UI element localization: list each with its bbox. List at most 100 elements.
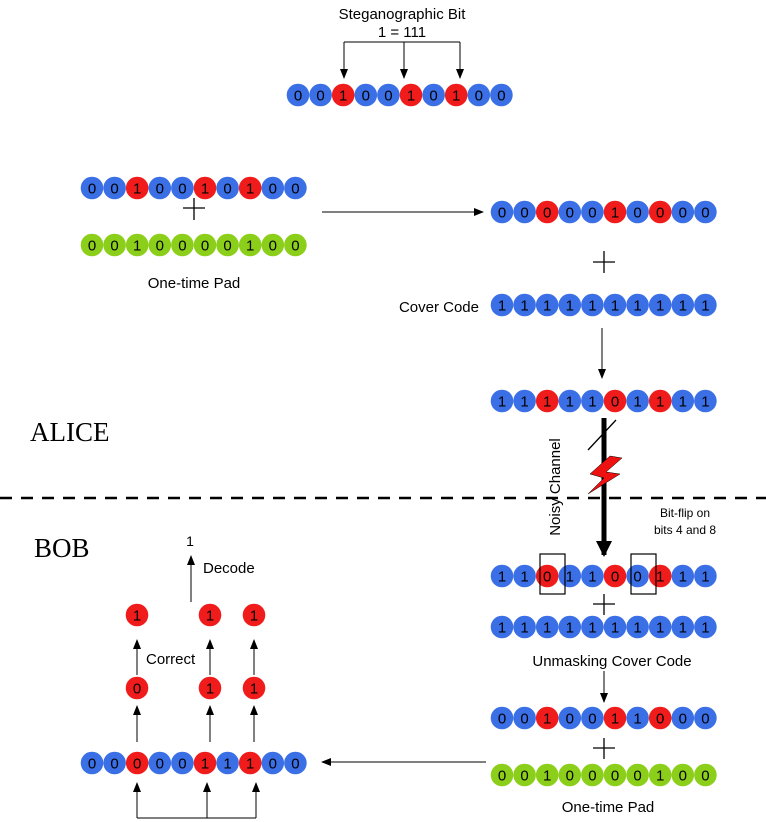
bit-value: 1 <box>201 181 209 198</box>
bit-value: 0 <box>384 88 392 105</box>
bit-value: 1 <box>633 620 641 637</box>
bit-value: 0 <box>656 711 664 728</box>
bit-value: 0 <box>497 88 505 105</box>
bit-circle <box>171 233 194 257</box>
bit-circle <box>490 200 514 224</box>
bit-circle <box>671 200 695 224</box>
bit-value: 0 <box>679 205 687 222</box>
bit-circle <box>377 83 400 107</box>
bit-circle <box>309 83 332 107</box>
bit-value: 0 <box>294 88 302 105</box>
bit-circle <box>354 83 378 107</box>
bit-value: 0 <box>269 181 277 198</box>
bit-circle <box>125 176 149 200</box>
bit-value: 1 <box>656 394 664 411</box>
bit-value: 0 <box>223 238 231 255</box>
lightning-icon <box>587 455 623 495</box>
bit-circle <box>80 176 104 200</box>
bit-circle <box>513 389 536 413</box>
bit-circle <box>535 706 559 730</box>
bit-value: 1 <box>701 394 709 411</box>
bit-value: 0 <box>701 205 709 222</box>
bit-circle <box>216 233 239 257</box>
bit-value: 1 <box>679 620 687 637</box>
bit-value: 1 <box>566 394 574 411</box>
bit-circle <box>558 706 582 730</box>
unmasking-cover-code-label: Unmasking Cover Code <box>532 653 691 670</box>
bit-circle <box>558 564 582 588</box>
bit-circle <box>603 564 627 588</box>
bit-value: 0 <box>701 768 709 785</box>
bit-circle <box>694 615 717 639</box>
bit-circle <box>603 200 627 224</box>
bit-circle <box>671 293 695 317</box>
alice-one-time-pad-label: One-time Pad <box>148 275 241 292</box>
bit-circle <box>581 615 604 639</box>
bit-circle <box>581 200 604 224</box>
bit-circle <box>558 615 582 639</box>
bit-circle <box>535 389 559 413</box>
bit-value: 1 <box>520 569 528 586</box>
bit-value: 1 <box>520 394 528 411</box>
bit-circle <box>193 751 217 775</box>
bit-circle <box>444 83 468 107</box>
bit-value: 0 <box>588 711 596 728</box>
bit-circle <box>80 233 104 257</box>
bit-circle <box>626 389 649 413</box>
bit-circle <box>626 564 649 588</box>
bit-circle <box>331 83 355 107</box>
bit-value: 0 <box>269 756 277 773</box>
bit-circle <box>513 706 536 730</box>
bit-value: 1 <box>206 608 214 625</box>
plus-icon <box>593 738 615 759</box>
bit-value: 1 <box>588 298 596 315</box>
bit-value: 0 <box>588 768 596 785</box>
channel-slash <box>587 419 617 451</box>
plus-icon <box>593 594 615 615</box>
bit-value: 0 <box>633 205 641 222</box>
bit-value: 0 <box>498 205 506 222</box>
bit-circle <box>558 389 582 413</box>
bit-value: 1 <box>679 298 687 315</box>
bit-value: 1 <box>250 681 258 698</box>
bit-value: 1 <box>633 298 641 315</box>
bit-circle <box>603 615 627 639</box>
bit-value: 0 <box>362 88 370 105</box>
bit-value: 1 <box>701 620 709 637</box>
bit-circle <box>490 83 513 107</box>
bit-circle <box>626 200 649 224</box>
bit-flip-box <box>539 553 566 595</box>
bit-value: 0 <box>656 205 664 222</box>
bit-circle <box>513 200 536 224</box>
bit-circle <box>261 233 285 257</box>
bit-value: 1 <box>588 620 596 637</box>
bit-circle <box>286 83 310 107</box>
bit-circle <box>626 293 649 317</box>
bit-circle <box>535 615 559 639</box>
bit-value: 1 <box>498 569 506 586</box>
bit-circle <box>648 293 672 317</box>
bit-value: 1 <box>701 298 709 315</box>
bit-value: 1 <box>201 756 209 773</box>
bit-circle <box>626 706 649 730</box>
bit-circle <box>603 389 627 413</box>
bit-circle <box>148 751 172 775</box>
bit-value: 1 <box>679 394 687 411</box>
bit-circle <box>648 763 672 787</box>
bit-value: 1 <box>566 298 574 315</box>
bit-circle <box>171 751 194 775</box>
bit-value: 0 <box>566 711 574 728</box>
bit-value: 0 <box>88 238 96 255</box>
bit-value: 1 <box>543 768 551 785</box>
bit-circle <box>694 763 717 787</box>
bit-value: 1 <box>339 88 347 105</box>
bit-circle <box>671 564 695 588</box>
bit-value: 1 <box>679 569 687 586</box>
bit-circle <box>535 293 559 317</box>
bit-circle <box>603 706 627 730</box>
